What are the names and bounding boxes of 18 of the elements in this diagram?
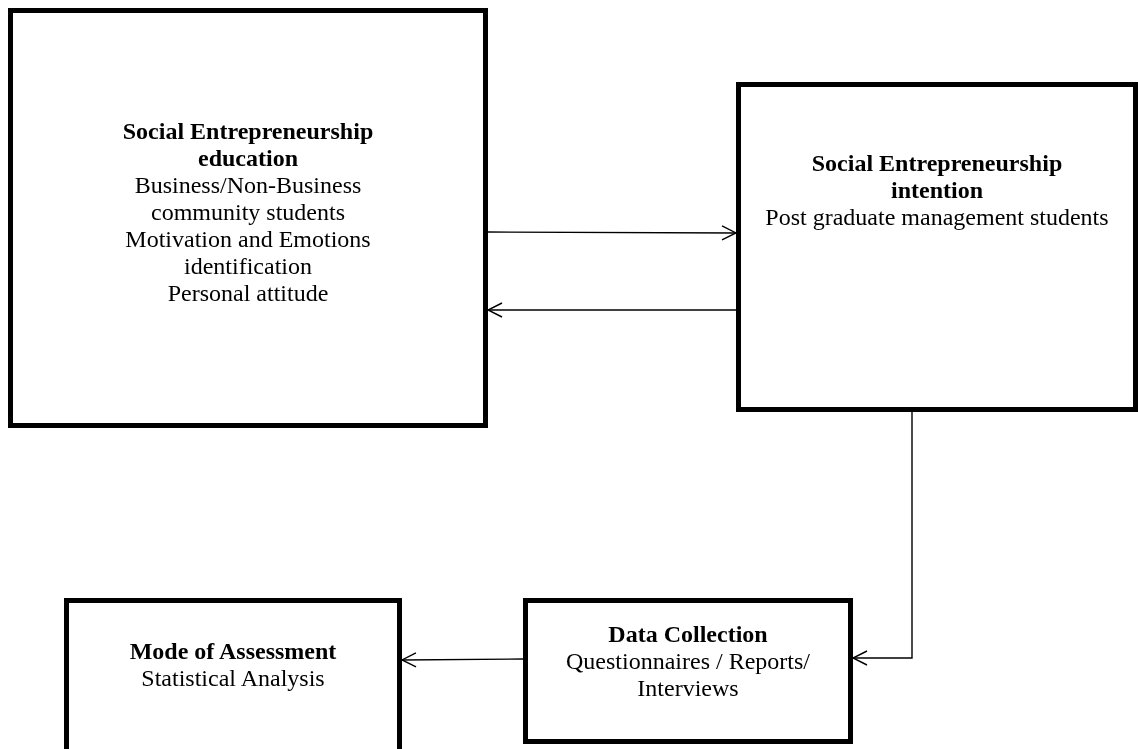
arrow [487, 225, 737, 241]
box-heading: Social Entrepreneurship education [121, 118, 375, 172]
arrow [852, 411, 913, 666]
text-box [64, 598, 402, 749]
box-heading: Data Collection [608, 621, 768, 648]
text-box [523, 598, 853, 744]
text-box [736, 82, 1138, 412]
text-box [8, 8, 488, 428]
arrow [401, 652, 524, 668]
box-text: Post graduate management students [765, 204, 1109, 231]
box-heading: Social Entrepreneurship intention [810, 150, 1064, 204]
box-text: Personal attitude [167, 280, 329, 307]
box-text: Business/Non-Business community students [133, 172, 363, 226]
box-text: Questionnaires / Reports/ Interviews [565, 648, 811, 702]
box-heading: Mode of Assessment [129, 638, 337, 665]
box-text: Statistical Analysis [141, 665, 325, 692]
arrow [487, 302, 737, 318]
box-text: Motivation and Emotions identification [124, 226, 372, 280]
